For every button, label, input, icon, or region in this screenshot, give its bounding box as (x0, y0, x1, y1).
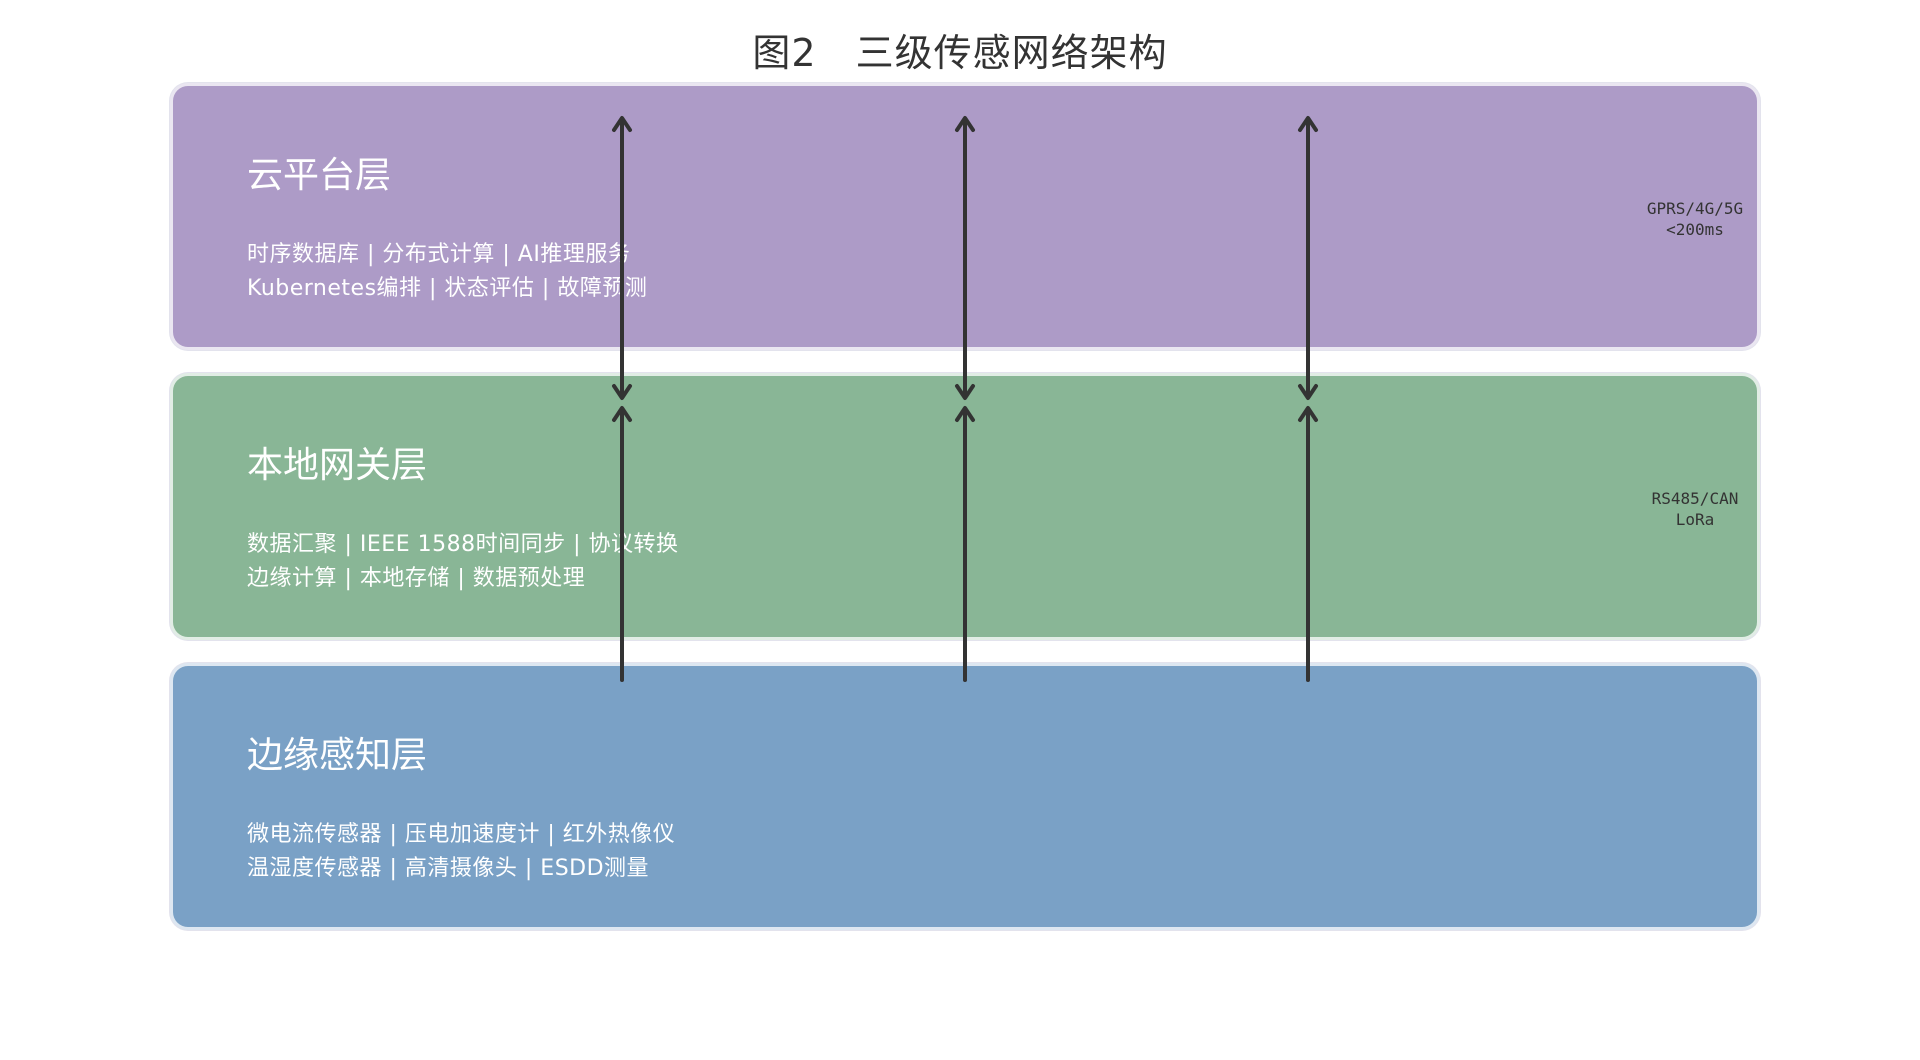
edge-layer-line-1: 微电流传感器 | 压电加速度计 | 红外热像仪 (247, 822, 676, 847)
cloud-layer-title: 云平台层 (247, 155, 392, 196)
cloud-layer-line-1: 时序数据库 | 分布式计算 | AI推理服务 (247, 242, 631, 267)
edge-layer-title: 边缘感知层 (247, 735, 428, 776)
cloud-layer-line-2: Kubernetes编排 | 状态评估 | 故障预测 (247, 276, 648, 301)
gateway-layer-title: 本地网关层 (247, 445, 428, 486)
cloud-link-note: GPRS/4G/5G <200ms (1635, 198, 1755, 240)
gateway-layer-line-1: 数据汇聚 | IEEE 1588时间同步 | 协议转换 (247, 532, 679, 557)
cloud-link-latency: <200ms (1666, 220, 1724, 239)
gateway-link-radio: LoRa (1675, 510, 1715, 529)
edge-layer-line-2: 温湿度传感器 | 高清摄像头 | ESDD测量 (247, 856, 650, 881)
edge-sensing-layer: 边缘感知层 微电流传感器 | 压电加速度计 | 红外热像仪 温湿度传感器 | 高… (170, 663, 1760, 930)
cloud-platform-layer: 云平台层 时序数据库 | 分布式计算 | AI推理服务 Kubernetes编排… (170, 83, 1760, 350)
cloud-link-protocol: GPRS/4G/5G (1646, 199, 1744, 218)
gateway-link-note: RS485/CAN LoRa (1635, 488, 1755, 530)
local-gateway-layer: 本地网关层 数据汇聚 | IEEE 1588时间同步 | 协议转换 边缘计算 |… (170, 373, 1760, 640)
gateway-layer-line-2: 边缘计算 | 本地存储 | 数据预处理 (247, 566, 586, 591)
gateway-link-protocol: RS485/CAN (1651, 489, 1739, 508)
diagram-title: 图2 三级传感网络架构 (752, 31, 1168, 75)
